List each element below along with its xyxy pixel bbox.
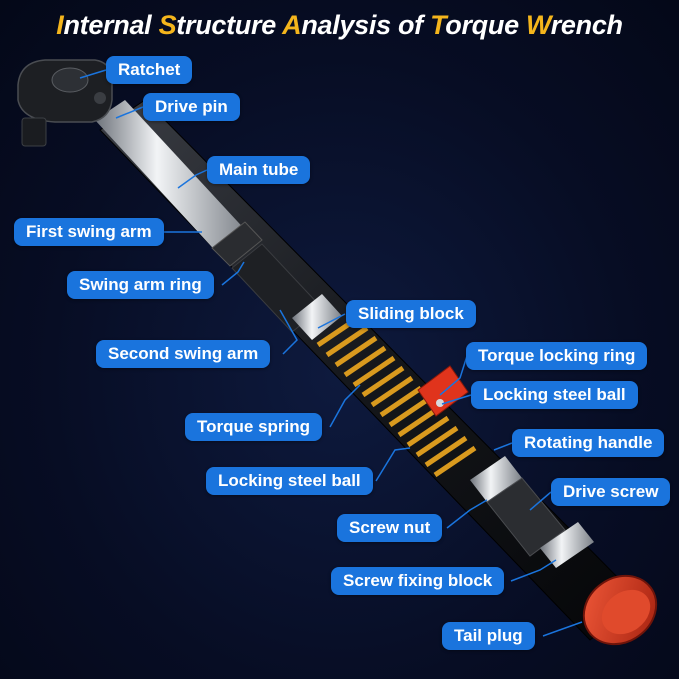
label-tail-plug: Tail plug [442,622,535,650]
leader-drive-screw [529,491,552,511]
title-word-1: Internal [56,10,152,40]
leader-screw-fixing-block [510,559,557,582]
label-swing-arm-ring: Swing arm ring [67,271,214,299]
label-sliding-block: Sliding block [346,300,476,328]
leader-swing-arm-ring [221,261,245,286]
label-screw-nut: Screw nut [337,514,443,542]
label-ratchet: Ratchet [106,56,193,84]
leader-torque-locking-ring [439,355,468,396]
label-torque-spring: Torque spring [185,413,323,441]
leader-tail-plug [542,621,583,637]
title-word-5: Wrench [526,10,623,40]
page-title: Internal Structure Analysis of Torque Wr… [0,10,679,41]
label-second-swing-arm: Second swing arm [96,340,271,368]
screw-fixing-block-shape [540,522,594,568]
drive-screw-shape [486,477,566,557]
leader-rotating-handle [493,442,513,451]
label-rotating-handle: Rotating handle [512,429,665,457]
label-locking-steel-ball-left: Locking steel ball [206,467,373,495]
leader-locking-steel-ball-right [441,394,472,405]
leader-sliding-block [317,313,346,329]
title-word-3: Analysis of [282,10,423,40]
leader-locking-steel-ball-left [375,447,411,482]
label-main-tube: Main tube [207,156,311,184]
leader-screw-nut [446,499,488,529]
leader-ratchet [79,69,107,79]
tail-plug-face [601,589,651,635]
leader-lines [79,69,583,637]
title-word-2: Structure [158,10,277,40]
leader-second-swing-arm [279,309,298,355]
label-torque-locking-ring: Torque locking ring [466,342,648,370]
leader-drive-pin [115,106,144,119]
leader-torque-spring [329,384,361,428]
torque-locking-ring-shape [417,365,469,417]
torque-spring-coils [316,315,477,478]
label-drive-screw: Drive screw [551,478,671,506]
sliding-block-shape [292,294,342,340]
label-first-swing-arm: First swing arm [14,218,164,246]
swing-arm-ring-shape [211,221,263,267]
label-screw-fixing-block: Screw fixing block [331,567,505,595]
locking-steel-ball-shape [436,399,444,407]
leader-main-tube [177,169,208,189]
title-word-4: Torque [430,10,519,40]
label-drive-pin: Drive pin [143,93,240,121]
screw-nut-shape [470,456,522,502]
label-locking-steel-ball-right: Locking steel ball [471,381,638,409]
first-swing-arm-rod [95,100,250,258]
